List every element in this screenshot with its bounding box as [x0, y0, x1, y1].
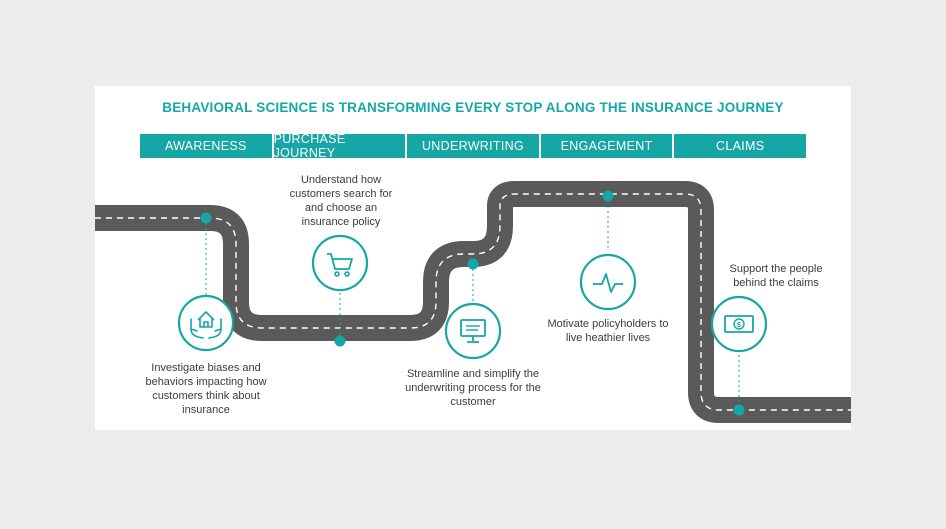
stop-caption-claims: Support the people behind the claims [729, 263, 823, 289]
computer-monitor-icon [444, 302, 502, 360]
heartbeat-icon [579, 253, 637, 311]
stop-dot [467, 258, 479, 270]
stage-bar: AWARENESS PURCHASE JOURNEY UNDERWRITING … [140, 132, 806, 160]
stop-dot [733, 404, 745, 416]
journey-road: $ [95, 181, 851, 423]
road-centerline [95, 193, 851, 411]
stage-purchase-journey: PURCHASE JOURNEY [273, 132, 408, 160]
stop-dot [334, 335, 346, 347]
stop-caption-awareness: Investigate biases and behaviors impacti… [145, 362, 267, 416]
house-hands-icon [177, 294, 235, 352]
stop-dot [200, 212, 212, 224]
stage-awareness: AWARENESS [140, 134, 274, 158]
stage-engagement: ENGAGEMENT [540, 134, 675, 158]
stage-claims: CLAIMS [674, 134, 806, 158]
stop-caption-purchase: Understand how customers search for and … [289, 174, 393, 228]
infographic-panel: BEHAVIORAL SCIENCE IS TRANSFORMING EVERY… [95, 86, 851, 430]
stop-dot [602, 190, 614, 202]
stop-caption-engagement: Motivate policyholders to live heathier … [547, 318, 669, 344]
svg-text:$: $ [737, 322, 741, 329]
stage-underwriting: UNDERWRITING [407, 134, 541, 158]
dollar-bill-icon: $ [710, 295, 768, 353]
stop-caption-underwriting: Streamline and simplify the underwriting… [405, 368, 541, 408]
shopping-cart-icon [311, 234, 369, 292]
page-title: BEHAVIORAL SCIENCE IS TRANSFORMING EVERY… [162, 100, 784, 115]
